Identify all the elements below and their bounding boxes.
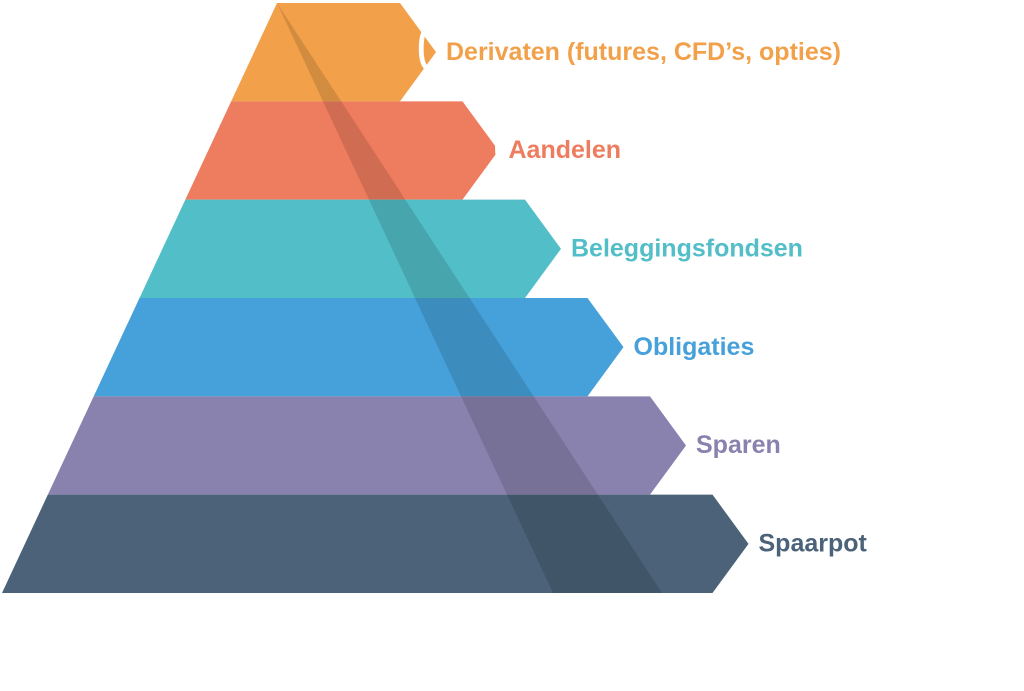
level-number-5: 05	[721, 407, 783, 479]
level-label-5: Sparen	[696, 431, 781, 459]
pyramid-shadow	[277, 3, 662, 593]
level-label-3: Beleggingsfondsen	[571, 234, 803, 262]
level-number-4: 04	[644, 309, 706, 381]
pyramid-level-4	[93, 298, 624, 397]
level-number-6: 06	[797, 506, 859, 578]
pyramid-level-2	[185, 101, 499, 200]
level-number-1: 01	[416, 14, 478, 86]
level-label-2: Aandelen	[509, 136, 622, 164]
pyramid-level-5	[47, 396, 687, 495]
level-label-1: Derivaten (futures, CFD’s, opties)	[446, 38, 841, 66]
pyramid-levels	[2, 3, 749, 593]
pyramid-level-3	[139, 199, 561, 298]
level-label-4: Obligaties	[634, 333, 755, 361]
level-number-2: 02	[492, 112, 554, 184]
pyramid-level-1	[231, 3, 436, 102]
level-number-3: 03	[568, 211, 630, 283]
pyramid-level-6	[2, 494, 749, 593]
level-label-6: Spaarpot	[759, 529, 868, 557]
